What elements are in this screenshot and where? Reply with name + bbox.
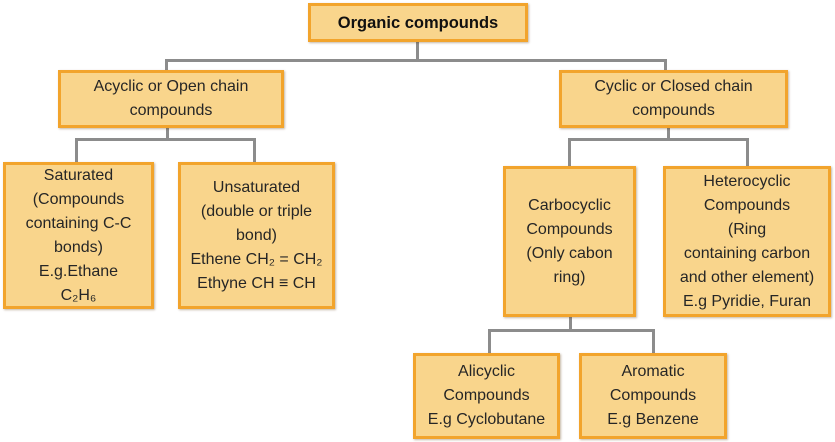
node-label-line: Aromatic (621, 363, 685, 380)
node-acyclic-open-chain: Acyclic or Open chain compounds (58, 70, 284, 128)
connector-drop-saturated (75, 138, 78, 162)
node-label-line: (Only cabon (526, 244, 613, 262)
node-label-line: Carbocyclic (528, 196, 611, 214)
node-formula-ethane: C₂H₆ (60, 286, 97, 304)
node-formula-ethyne: Ethyne CH ≡ CH (197, 274, 316, 292)
node-label-line: Unsaturated (212, 178, 301, 196)
connector-cyclic-stub (667, 128, 670, 141)
node-label-line: Saturated (43, 166, 114, 184)
connector-drop-alicyclic (488, 329, 491, 353)
node-label: Organic compounds (337, 13, 499, 32)
node-label-line: Compounds (526, 220, 613, 238)
node-formula-ethene: Ethene CH₂ = CH₂ (190, 250, 323, 268)
node-label-line: containing C-C (25, 214, 132, 232)
connector-acyclic-stub (166, 128, 169, 141)
connector-drop-heterocyclic (746, 138, 749, 166)
node-label-line: Compounds (609, 387, 697, 404)
node-label-line: Alicyclic (458, 363, 515, 380)
node-label-line: bond) (236, 226, 277, 244)
node-label-line: compounds (129, 102, 213, 119)
connector-drop-unsaturated (253, 138, 256, 162)
node-unsaturated: Unsaturated (double or triple bond) Ethe… (178, 162, 335, 309)
node-heterocyclic: Heterocyclic Compounds (Ring containing … (663, 166, 831, 317)
node-examples-line: E.g Cyclobutane (427, 411, 546, 428)
node-label-line: Acyclic or Open chain (93, 78, 249, 95)
node-label-line: Compounds (443, 387, 530, 404)
connector-drop-cyclic (664, 59, 667, 70)
connector-acyclic-hbar (75, 138, 256, 141)
node-label-line: (Ring (727, 220, 767, 238)
node-label-line: compounds (632, 102, 715, 119)
node-examples-line: E.g Pyridie, Furan (682, 292, 812, 310)
node-label-line: Compounds (703, 196, 791, 214)
node-carbocyclic: Carbocyclic Compounds (Only cabon ring) (503, 166, 636, 317)
connector-drop-acyclic (165, 59, 168, 70)
node-examples-line: E.g Benzene (607, 411, 699, 428)
connector-carbocyclic-hbar (488, 329, 655, 332)
connector-level1-hbar (165, 59, 667, 62)
node-label-line: and other element) (679, 268, 815, 286)
node-alicyclic: Alicyclic Compounds E.g Cyclobutane (413, 353, 560, 439)
node-label-line: bonds) (54, 238, 103, 256)
connector-drop-carbocyclic (568, 138, 571, 166)
node-label-line: ring) (553, 268, 586, 286)
node-label-line: Heterocyclic (703, 172, 791, 190)
node-label-line: (double or triple (200, 202, 313, 220)
node-label-line: containing carbon (683, 244, 811, 262)
node-label-line: E.g.Ethane (38, 262, 119, 280)
node-cyclic-closed-chain: Cyclic or Closed chain compounds (559, 70, 788, 128)
connector-root-stub (416, 42, 419, 61)
connector-cyclic-hbar (568, 138, 749, 141)
connector-carbocyclic-stub (569, 317, 572, 332)
node-aromatic: Aromatic Compounds E.g Benzene (579, 353, 727, 439)
connector-drop-aromatic (652, 329, 655, 353)
node-organic-compounds: Organic compounds (308, 3, 528, 42)
node-saturated: Saturated (Compounds containing C-C bond… (3, 162, 154, 309)
node-label-line: (Compounds (32, 190, 125, 208)
node-label-line: Cyclic or Closed chain (594, 78, 753, 95)
